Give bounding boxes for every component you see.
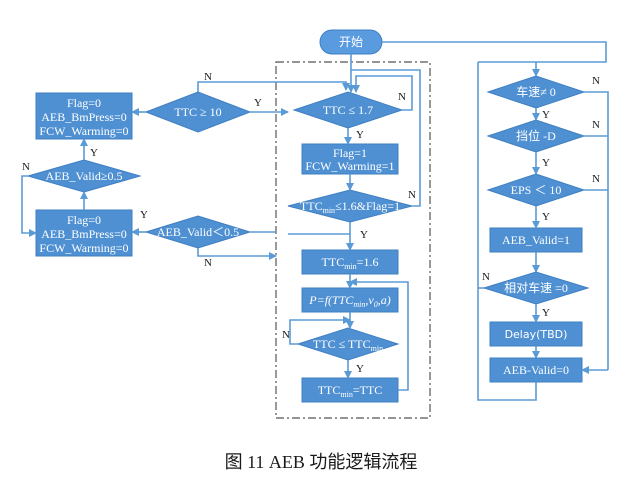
left-box2-line1: Flag=0	[67, 213, 101, 227]
aeb-valid-ge-decision	[26, 159, 142, 193]
pfunc-pre: P=f(TTC	[308, 293, 354, 307]
ttc-le-ttcmin-label: TTC ≤ TTCmin	[313, 337, 383, 353]
pfunc-mid: ,v	[365, 293, 374, 307]
lbl-ttcmin-yes: Y	[360, 229, 368, 241]
start-label: 开始	[339, 35, 363, 49]
rel-speed-decision	[482, 271, 590, 305]
pressure-function-label: P=f(TTCmin,v0,a)	[308, 293, 390, 309]
set-ttcmin-sub: min	[344, 262, 356, 271]
lbl-ttc10-yes: Y	[254, 97, 262, 109]
conn-valid-lt-no	[197, 248, 277, 260]
conn-ttc17-no	[352, 75, 413, 111]
lbl-eps-no: N	[592, 173, 600, 185]
conn-start-right	[382, 41, 607, 63]
conn-assign-loop	[349, 278, 409, 391]
ttcmin-flag-pre: TTC	[300, 199, 323, 213]
eps-lt-10-label: EPS ＜ 10	[511, 183, 562, 197]
conn-ttcmin-no	[351, 69, 421, 207]
left-box2-line2: AEB_BmPress=0	[41, 227, 126, 241]
delay-box	[489, 321, 583, 347]
left-box1-line3: FCW_Warming=0	[39, 124, 128, 138]
lbl-eps-yes: Y	[542, 211, 550, 223]
left-box2-line3: FCW_Warming=0	[39, 241, 128, 255]
figure-caption: 图 11 AEB 功能逻辑流程	[225, 452, 418, 472]
aeb-valid-1-label: AEB_Valid=1	[502, 233, 570, 247]
lbl-gear-no: N	[592, 119, 600, 131]
pressure-function-box	[301, 287, 399, 313]
ttcmin-flag-label: TTCmin≤1.6&Flag=1	[300, 199, 400, 215]
middle-region-boundary	[275, 61, 431, 419]
ttc-le-17-label: TTC ≤ 1.7	[323, 103, 373, 117]
assign-post: =TTC	[353, 383, 382, 397]
set-ttcmin-label: TTCmin=1.6	[322, 255, 379, 271]
lbl-validlt-yes: Y	[140, 209, 148, 221]
speed-ne-0-label: 车速≠ 0	[516, 84, 556, 99]
set-flag-line2: FCW_Warming=1	[305, 159, 394, 173]
cmp-pre: TTC ≤ TTC	[313, 337, 371, 351]
lbl-ttcmin-no: N	[408, 189, 416, 201]
ttcmin-flag-sub: min	[323, 206, 335, 215]
set-flag-line1: Flag=1	[333, 146, 367, 160]
lbl-ttc17-yes: Y	[356, 129, 364, 141]
aeb-valid-1-box	[489, 227, 583, 253]
left-box1-line2: AEB_BmPress=0	[41, 110, 126, 124]
lbl-rel-yes: Y	[542, 307, 550, 319]
lbl-validge-no: N	[22, 161, 30, 173]
pfunc-sub2: 0	[374, 300, 378, 309]
lbl-speed-no: N	[592, 75, 600, 87]
gear-d-label: 挡位 -D	[516, 128, 556, 143]
set-ttcmin-box	[301, 249, 399, 275]
assign-pre: TTC	[318, 383, 341, 397]
lbl-ttc17-no: N	[398, 91, 406, 103]
pfunc-sub1: min	[353, 300, 365, 309]
lbl-cmp-no: N	[282, 329, 290, 341]
aeb-valid-0-box	[489, 357, 583, 383]
rel-speed-label: 相对车速 =0	[504, 280, 568, 295]
ttc-ge-10-label: TTC ≥ 10	[174, 105, 221, 119]
pfunc-post: ,a)	[378, 293, 391, 307]
conn-right-loop	[477, 62, 537, 401]
aeb-valid-0-label: AEB-Valid=0	[503, 363, 569, 377]
delay-label: Delay(TBD)	[505, 328, 568, 341]
lbl-validge-yes: Y	[90, 147, 98, 159]
cmp-sub: min	[371, 344, 383, 353]
conn-speed-no	[584, 91, 609, 370]
conn-valid-ge-no	[21, 175, 37, 237]
left-box1-line1: Flag=0	[67, 96, 101, 110]
lbl-validlt-no: N	[204, 257, 212, 269]
lbl-speed-yes: Y	[542, 109, 550, 121]
lbl-ttc10-no: N	[204, 71, 212, 83]
lbl-rel-no: N	[482, 271, 490, 283]
conn-ttc10-no	[197, 81, 350, 92]
ttcmin-flag-post: ≤1.6&Flag=1	[335, 199, 400, 213]
aeb-valid-ge-label: AEB_Valid≥0.5	[46, 169, 123, 183]
assign-ttc-label: TTCmin=TTC	[318, 383, 383, 399]
lbl-gear-yes: Y	[542, 157, 550, 169]
lbl-cmp-yes: Y	[356, 363, 364, 375]
left-reset-box-1	[35, 92, 133, 140]
aeb-valid-lt-label: AEB_Valid＜0.5	[157, 225, 239, 239]
ttc-le-ttcmin-decision	[296, 327, 400, 361]
conn-cmp-no	[289, 316, 351, 345]
assign-sub: min	[340, 390, 352, 399]
set-ttcmin-post: =1.6	[357, 255, 379, 269]
set-ttcmin-pre: TTC	[322, 255, 345, 269]
